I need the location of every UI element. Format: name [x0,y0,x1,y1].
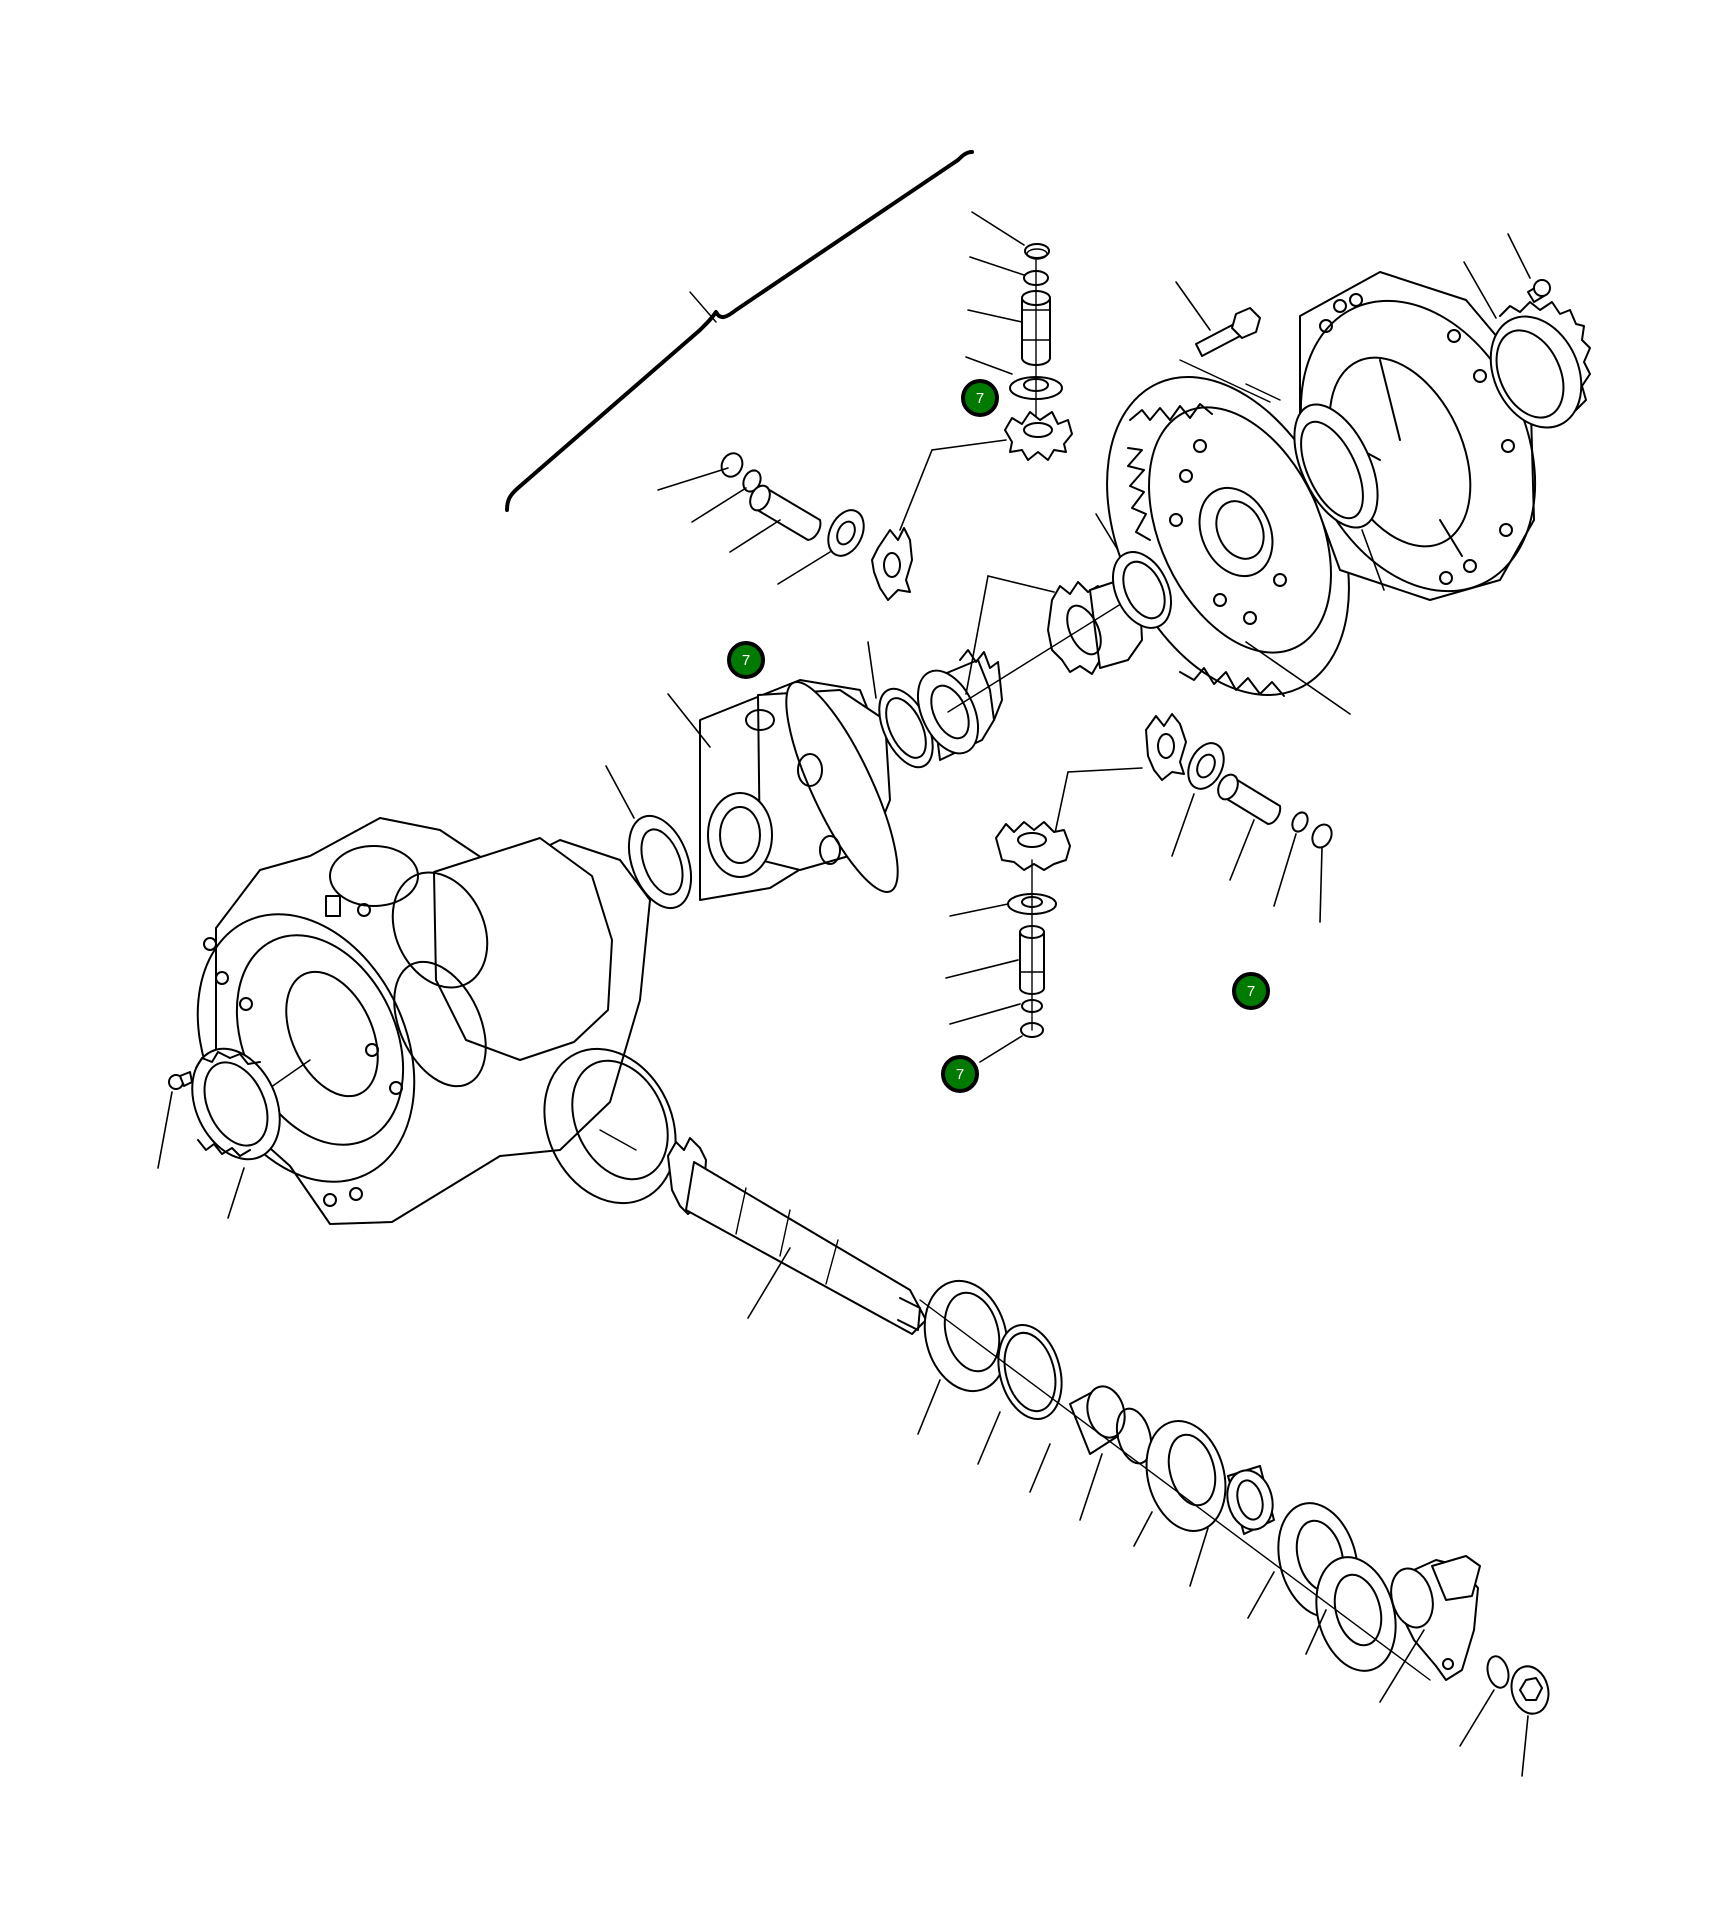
adjusting-ring-right [1463,233,1591,429]
callout-label: 7 [955,1065,965,1083]
left-carrier-bearing [605,765,693,910]
lower-pin-stack [945,821,1071,1063]
callout-marker-7[interactable]: 7 [941,1055,979,1093]
side-gears [867,513,1164,769]
callout-label: 7 [975,389,985,407]
callout-marker-7[interactable]: 7 [1232,972,1270,1010]
differential-case [667,679,899,901]
axle-housing [196,817,677,1225]
pinion-shaft [667,1137,927,1335]
top-bracket [505,150,974,512]
upper-left-pin-assembly [657,439,1007,601]
callout-marker-7[interactable]: 7 [961,379,999,417]
right-carrier-bearing [1293,403,1385,591]
callout-marker-7[interactable]: 7 [727,641,765,679]
pinion-bearings-and-spacers [917,1279,1431,1681]
lower-right-pin-assembly [1047,713,1333,923]
cap-bolt [1175,281,1261,357]
callout-label: 7 [1246,982,1256,1000]
thrust-washer [1111,551,1173,629]
adjusting-ring-left [157,1047,281,1219]
pinion-nut [1459,1655,1550,1777]
callout-label: 7 [741,651,751,669]
upper-pin-stack [965,211,1073,461]
yoke-flange [1379,1555,1481,1703]
